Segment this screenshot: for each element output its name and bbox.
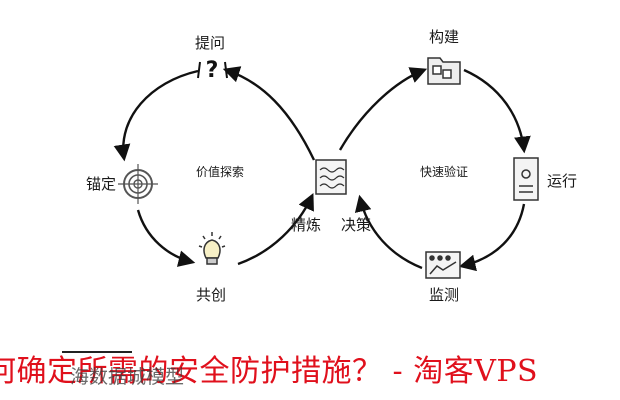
arc-monitor-to-decide <box>354 194 423 270</box>
watermark-text: 海数据城模型 <box>70 366 185 388</box>
label-left-center: 价值探索 <box>196 164 244 179</box>
arc-decide-to-build <box>338 67 428 151</box>
document-icon <box>315 159 347 195</box>
monitor-chart-icon <box>425 251 461 279</box>
node-labels: 提问 锚定 共创 精炼 价值探索 构建 运行 监测 决策 快速验证 <box>86 28 577 304</box>
arc-run-to-monitor <box>458 203 526 272</box>
label-cocreate: 共创 <box>196 286 226 304</box>
arc-build-to-run <box>463 68 531 154</box>
right-loop <box>338 67 531 272</box>
question-mark-icon: ? <box>197 58 228 83</box>
page-caption: 何确定所需的安全防护措施？ - 淘客VPS <box>0 354 539 389</box>
label-question: 提问 <box>195 34 225 52</box>
label-anchor: 锚定 <box>86 175 116 193</box>
label-refine: 精炼 <box>291 216 321 234</box>
label-run: 运行 <box>547 172 577 190</box>
device-icon <box>513 157 539 201</box>
arc-cocreate-to-refine <box>237 192 314 266</box>
target-icon <box>118 164 158 204</box>
left-loop <box>113 66 316 267</box>
arc-refine-to-question <box>222 66 316 161</box>
label-decide: 决策 <box>341 216 371 234</box>
lightbulb-icon <box>198 232 226 265</box>
folder-blocks-icon <box>427 57 461 85</box>
label-build: 构建 <box>429 28 459 46</box>
label-monitor: 监测 <box>429 286 459 304</box>
arc-anchor-to-cocreate <box>136 209 196 267</box>
label-right-center: 快速验证 <box>420 164 468 179</box>
watermark-bar <box>62 351 132 353</box>
arc-question-to-anchor <box>113 69 199 162</box>
svg-text:?: ? <box>206 58 219 83</box>
